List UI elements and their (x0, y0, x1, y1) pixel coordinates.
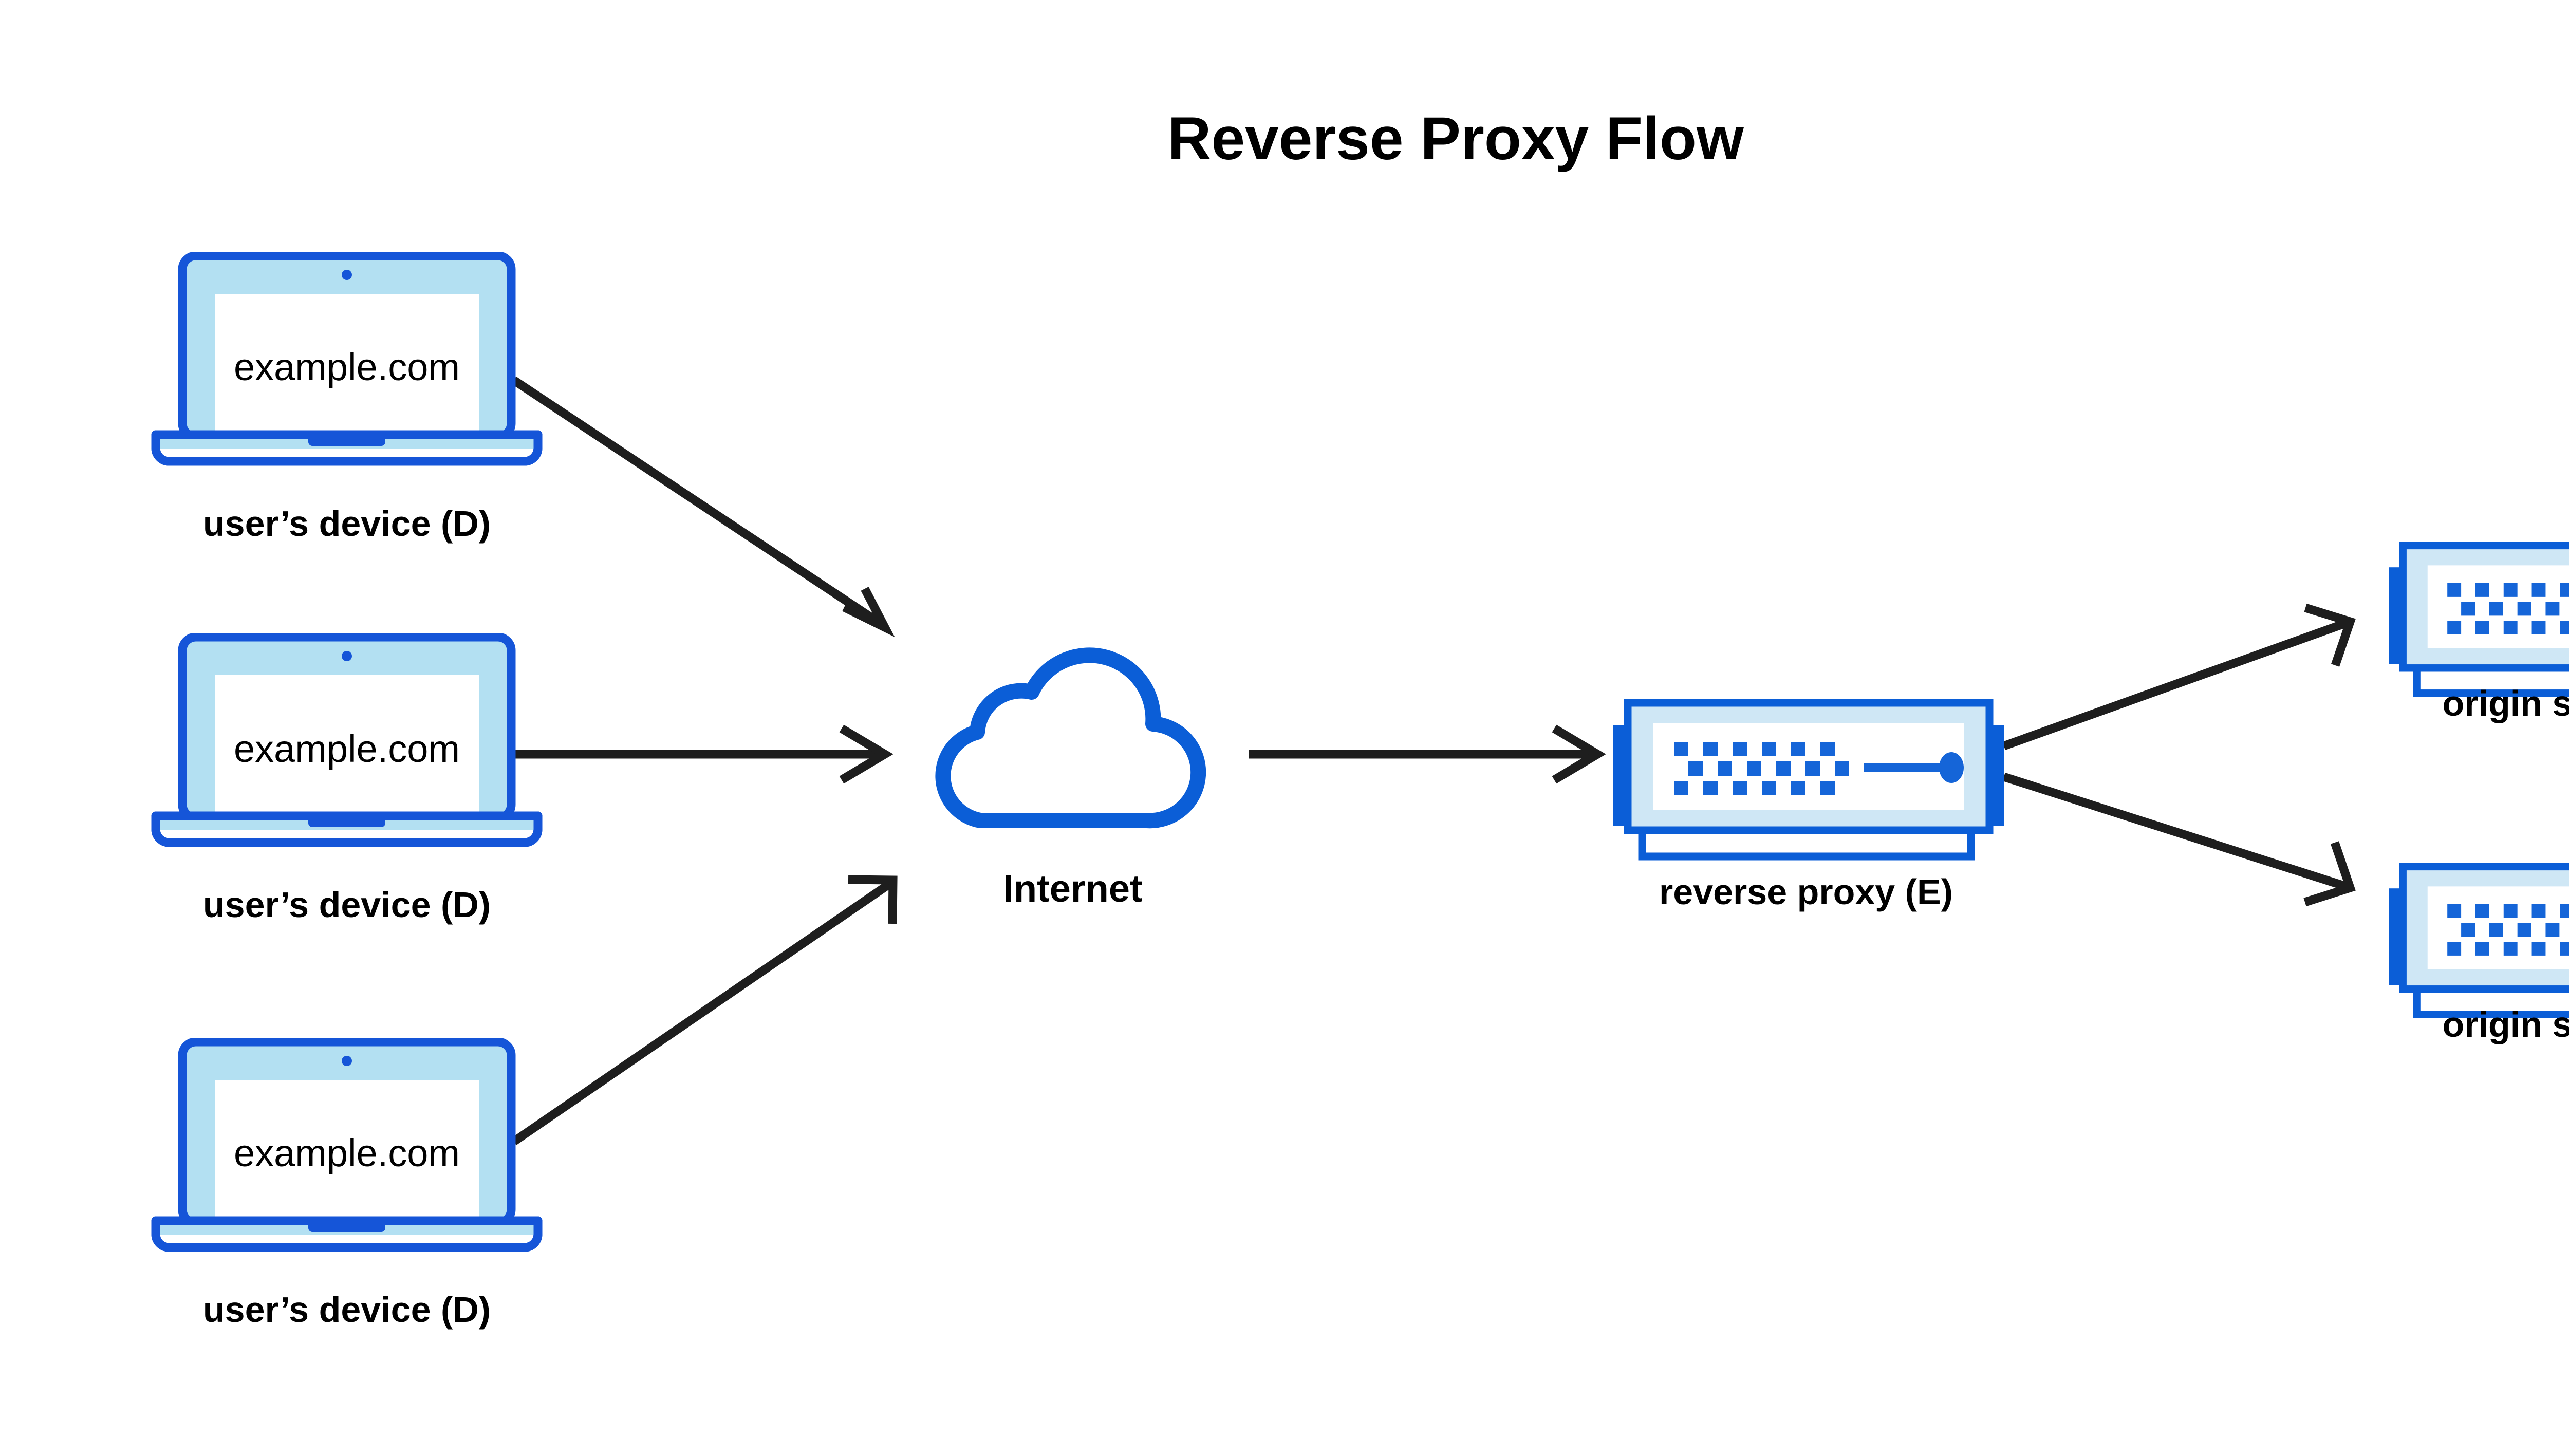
device-2-label: user’s device (D) (203, 885, 491, 925)
edge-proxy-origin1 (2002, 603, 2356, 750)
node-reverse-proxy[interactable]: reverse proxy (E) (1613, 703, 2004, 912)
internet-label: Internet (1003, 867, 1142, 910)
server-icon (2389, 867, 2569, 1014)
device-1-screen-text: example.com (234, 346, 460, 388)
edge-internet-proxy (1249, 724, 1606, 784)
device-3-label: user’s device (D) (203, 1290, 491, 1330)
edge-device3-internet (511, 875, 898, 1146)
edge-proxy-origin2 (2002, 772, 2356, 907)
origin-2-label: origin server (F) (2443, 1004, 2569, 1044)
device-3-screen-text: example.com (234, 1132, 460, 1174)
server-icon (2389, 546, 2569, 693)
device-1-label: user’s device (D) (203, 503, 491, 544)
origin-1-label: origin server (F) (2443, 683, 2569, 723)
node-origin-1[interactable]: origin server (F) (2389, 546, 2569, 723)
node-device-2[interactable]: example.com user’s device (D) (156, 637, 538, 925)
edge-device1-internet (511, 376, 895, 638)
device-2-screen-text: example.com (234, 727, 460, 770)
reverse-proxy-label: reverse proxy (E) (1659, 872, 1953, 912)
server-icon (1613, 703, 2004, 856)
node-device-1[interactable]: example.com user’s device (D) (156, 256, 538, 544)
node-internet[interactable]: Internet (943, 655, 1198, 910)
node-origin-2[interactable]: origin server (F) (2389, 867, 2569, 1044)
node-device-3[interactable]: example.com user’s device (D) (156, 1042, 538, 1330)
page-title: Reverse Proxy Flow (1167, 105, 1744, 173)
edge-device2-internet (506, 724, 893, 784)
